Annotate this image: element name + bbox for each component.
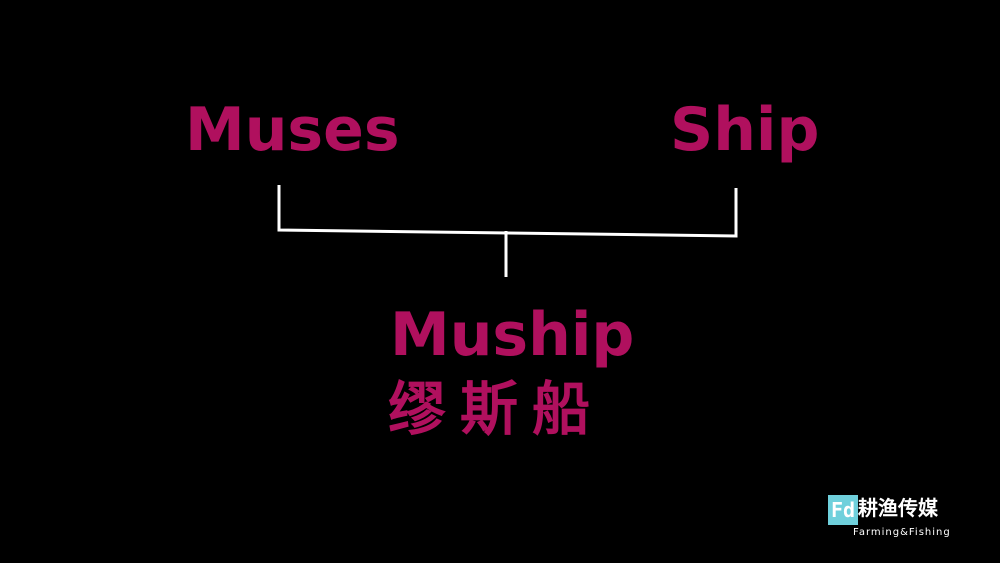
logo-name-chinese: 耕渔传媒	[858, 496, 938, 520]
word-muship: Muship	[390, 300, 635, 370]
brand-logo: Fd 耕渔传媒 Farming&Fishing	[828, 495, 958, 545]
logo-mark-icon: Fd	[828, 495, 858, 525]
word-ship: Ship	[670, 95, 820, 165]
bracket-line	[277, 185, 738, 238]
logo-name-english: Farming&Fishing	[853, 527, 951, 538]
word-muship-chinese: 缪斯船	[388, 375, 605, 443]
word-muses: Muses	[185, 95, 400, 165]
